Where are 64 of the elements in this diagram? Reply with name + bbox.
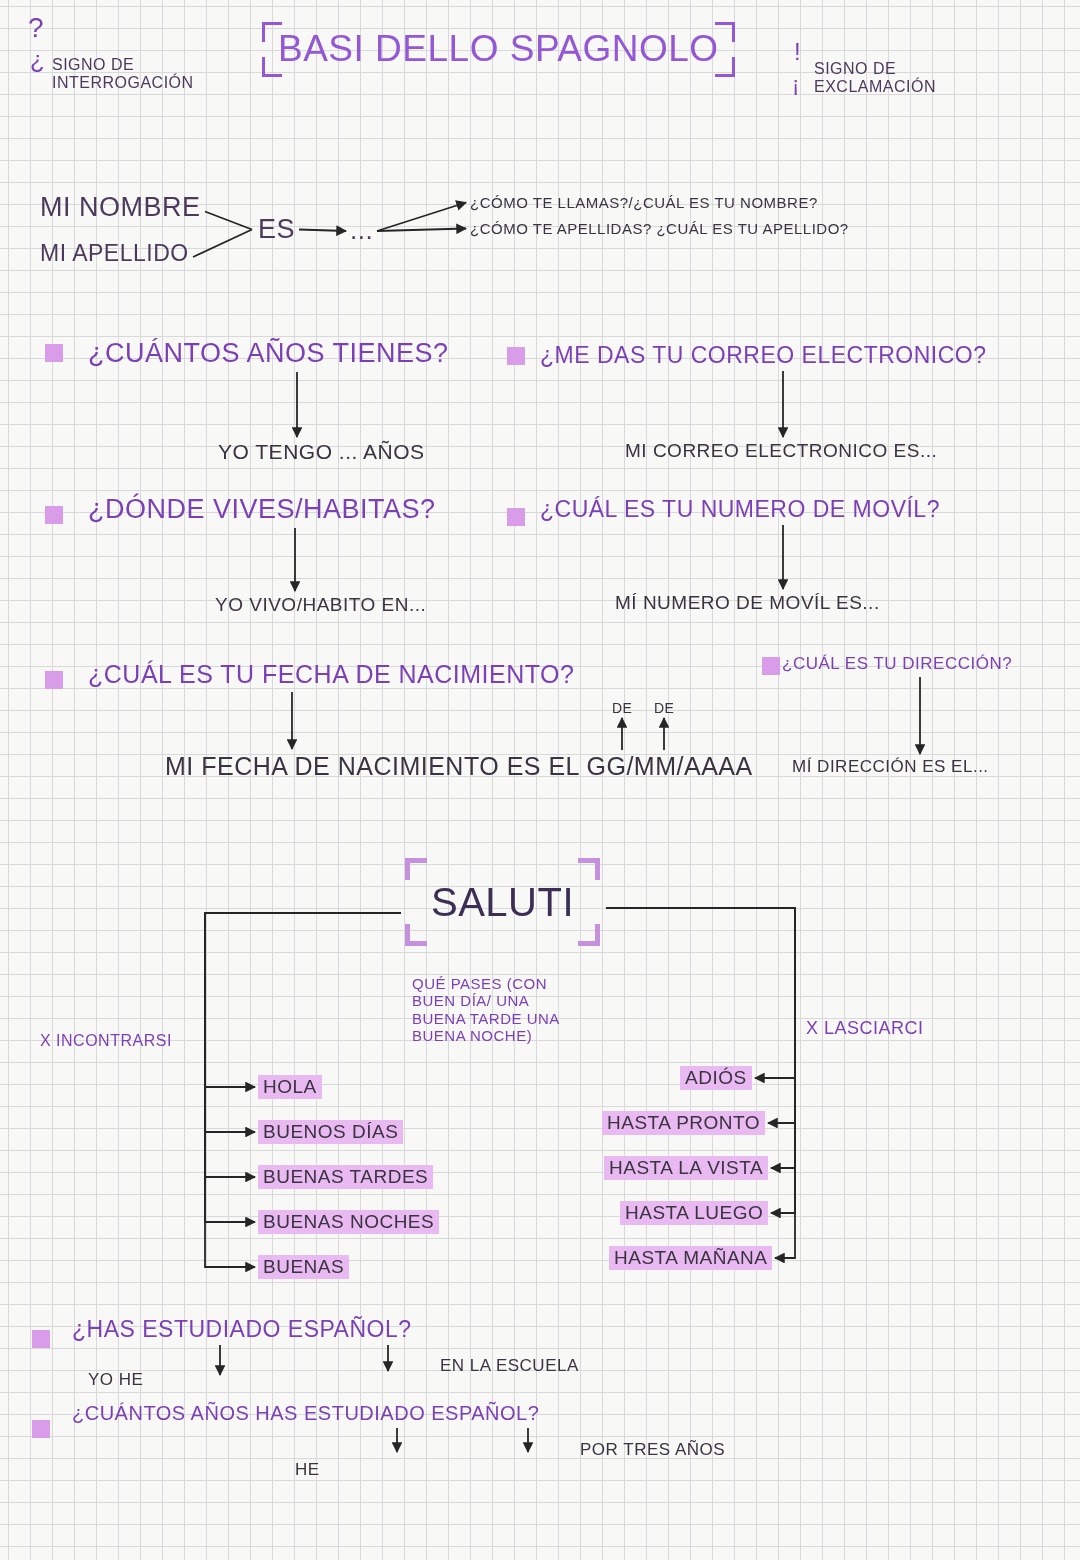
arrow	[291, 371, 303, 439]
question-text: ¿CUÁL ES TU DIRECCIÓN?	[782, 654, 1013, 674]
answer-text: MI FECHA DE NACIMIENTO ES EL GG/MM/AAAA	[165, 752, 753, 781]
highlighted-text: HASTA LA VISTA	[604, 1156, 769, 1180]
highlighted-text: BUENAS	[258, 1255, 350, 1279]
note-text: SIGNO DE EXCLAMACIÓN	[814, 60, 937, 97]
highlighted-text: HASTA MAÑANA	[609, 1246, 773, 1270]
arrow	[914, 676, 926, 756]
answer-text: EN LA ESCUELA	[440, 1356, 579, 1376]
title: BASI DELLO SPAGNOLO	[262, 22, 735, 77]
highlighted-text: HASTA LUEGO	[620, 1201, 769, 1225]
highlighted-text: ADIÓS	[680, 1066, 752, 1090]
note-text: X INCONTRARSI	[40, 1032, 172, 1051]
connector-line	[192, 228, 253, 258]
arrow	[522, 1427, 534, 1454]
arrow	[376, 200, 468, 232]
arrow	[382, 1344, 394, 1373]
answer-text: POR TRES AÑOS	[580, 1440, 726, 1460]
answer-text: HE	[295, 1460, 320, 1480]
question-text: ¿ME DAS TU CORREO ELECTRONICO?	[540, 342, 987, 369]
arrow	[298, 225, 348, 237]
answer-text: YO TENGO ... AÑOS	[218, 440, 425, 465]
highlighted-text: BUENAS NOCHES	[258, 1210, 440, 1234]
question-text: ¿CUÁNTOS AÑOS TIENES?	[88, 338, 449, 370]
arrow	[376, 223, 468, 235]
arrow	[289, 527, 301, 593]
arrow	[286, 691, 298, 751]
highlighted-text: HOLA	[258, 1075, 322, 1099]
highlighted-text: BUENOS DÍAS	[258, 1120, 404, 1144]
ellipsis-text: ...	[350, 216, 374, 246]
highlighted-text: BUENAS TARDES	[258, 1165, 434, 1189]
connector-line	[204, 210, 253, 231]
inverted-question-mark-text: ¿	[30, 46, 46, 74]
answer-text: YO VIVO/HABITO EN...	[215, 594, 427, 616]
question-text: ¿CÓMO TE APELLIDAS? ¿CUÁL ES TU APELLIDO?	[470, 220, 849, 238]
question-text: ¿CUÁL ES TU FECHA DE NACIMIENTO?	[88, 660, 575, 689]
answer-text: MÍ DIRECCIÓN ES EL...	[792, 757, 989, 777]
handwritten-text: MI NOMBRE	[40, 192, 201, 224]
note-text: X LASCIARCI	[806, 1018, 924, 1039]
handwritten-text: DE	[654, 700, 675, 717]
question-text: ¿CUÁNTOS AÑOS HAS ESTUDIADO ESPAÑOL?	[72, 1402, 540, 1425]
exclamation-mark-text: !	[794, 38, 802, 66]
highlighted-text: HASTA PRONTO	[602, 1111, 766, 1135]
arrow	[214, 1344, 226, 1377]
inverted-exclamation-mark-text: ¡	[792, 72, 800, 98]
note-text: QUÉ PASES (CON BUEN DÍA/ UNA BUENA TARDE UNA BUENA NOCHE)	[412, 975, 560, 1044]
answer-text: MI CORREO ELECTRONICO ES...	[625, 440, 938, 462]
answer-text: MÍ NUMERO DE MOVÍL ES...	[615, 592, 880, 614]
question-text: ¿CÓMO TE LLAMAS?/¿CUÁL ES TU NOMBRE?	[470, 194, 818, 212]
answer-text: YO HE	[88, 1370, 144, 1390]
handwritten-text: ES	[258, 214, 296, 246]
question-text: ¿CUÁL ES TU NUMERO DE MOVÍL?	[540, 496, 940, 523]
bracketed-heading: SALUTI	[405, 858, 600, 946]
arrow	[777, 370, 789, 439]
question-text: ¿DÓNDE VIVES/HABITAS?	[88, 494, 436, 526]
note-text: SIGNO DE INTERROGACIÓN	[52, 56, 195, 93]
arrow	[391, 1427, 403, 1454]
arrow	[777, 524, 789, 591]
question-mark-text: ?	[28, 12, 45, 45]
handwritten-text: DE	[612, 700, 633, 717]
arrow	[616, 716, 628, 751]
arrow	[658, 716, 670, 751]
handwritten-text: MI APELLIDO	[40, 240, 189, 267]
question-text: ¿HAS ESTUDIADO ESPAÑOL?	[72, 1316, 412, 1343]
